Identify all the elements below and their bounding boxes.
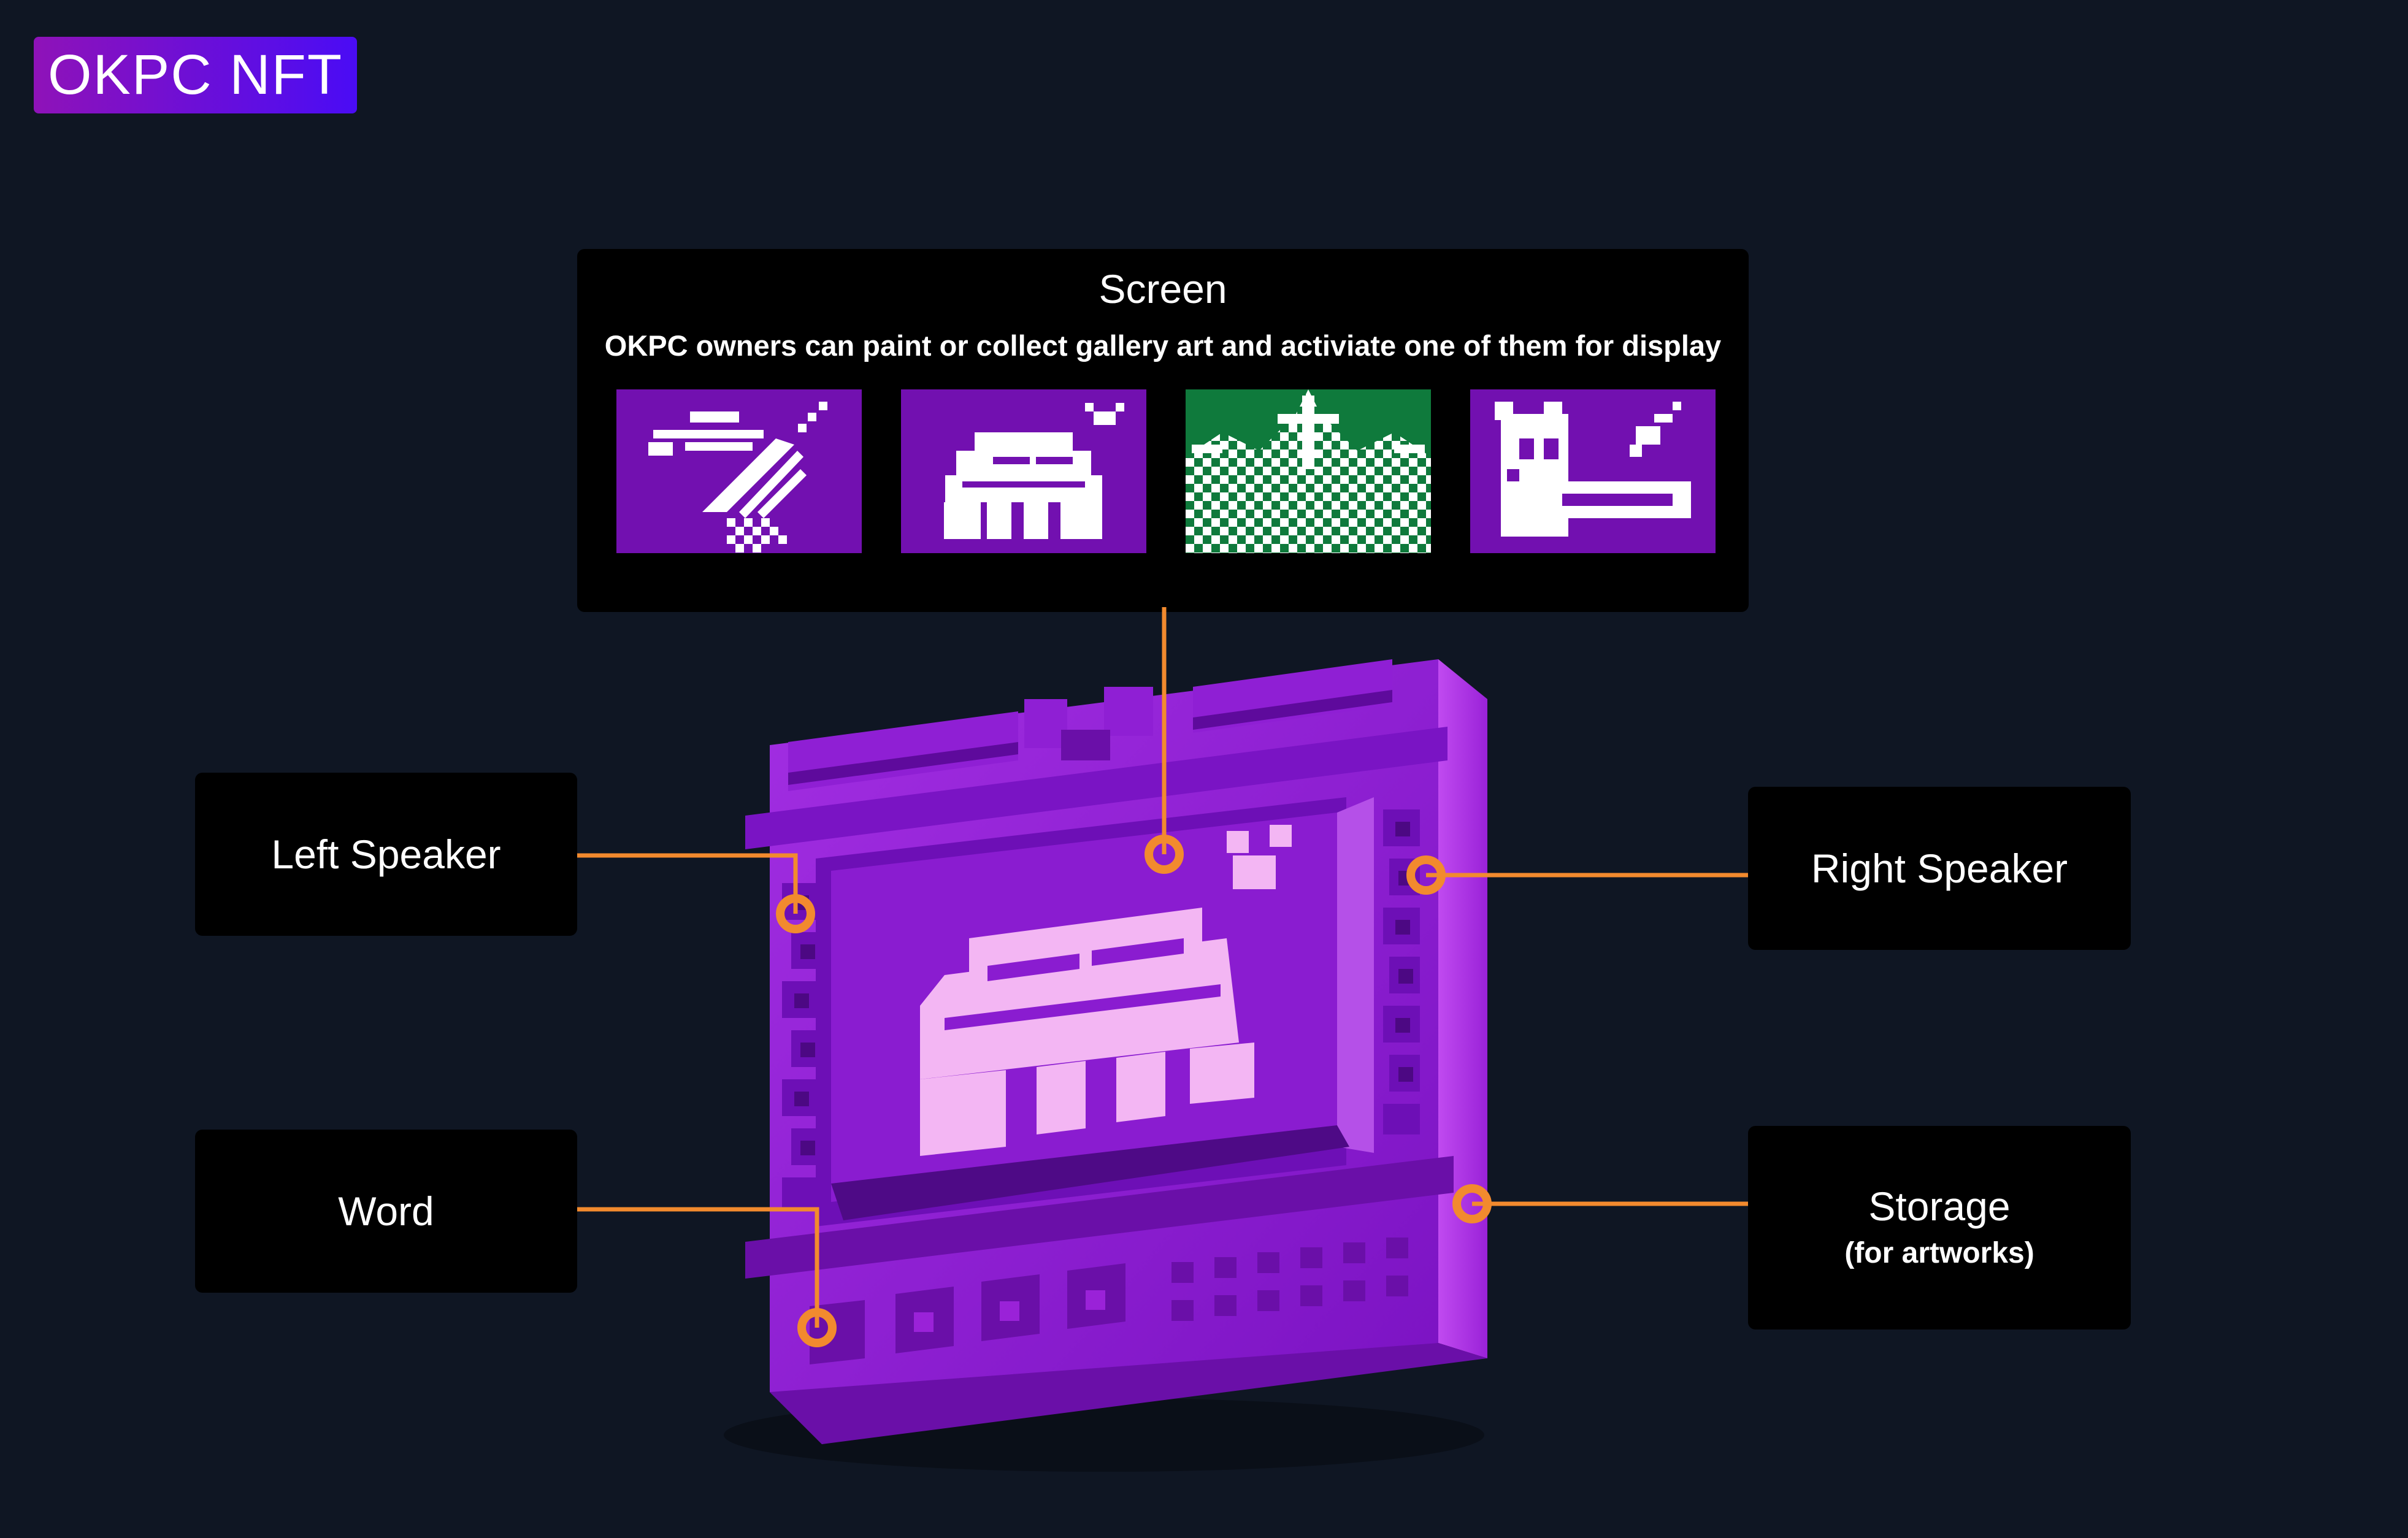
right-speaker-label: Right Speaker (1811, 846, 2068, 891)
left-speaker-marker-icon (776, 894, 815, 933)
alien-creature-art-icon (901, 389, 1146, 553)
word-marker-icon (797, 1308, 837, 1347)
left-speaker-connector (577, 853, 798, 914)
storage-label-box: Storage (for artworks) (1748, 1126, 2131, 1329)
word-connector (577, 1207, 819, 1328)
storage-label: Storage (1868, 1184, 2011, 1229)
monster-pencil-art-icon (1470, 389, 1716, 553)
right-speaker-marker-icon (1406, 855, 1446, 895)
screen-callout: Screen OKPC owners can paint or collect … (577, 249, 1749, 612)
storage-marker-icon (1452, 1184, 1492, 1223)
app-title-badge: OKPC NFT (34, 37, 357, 113)
word-label-box: Word (195, 1130, 577, 1293)
screen-description: OKPC owners can paint or collect gallery… (604, 329, 1722, 362)
word-label: Word (338, 1188, 434, 1234)
left-speaker-label: Left Speaker (271, 832, 501, 877)
paintbrush-art-icon (616, 389, 862, 553)
storage-sublabel: (for artworks) (1844, 1237, 2034, 1269)
screen-title: Screen (1099, 266, 1227, 312)
screen-marker-icon (1145, 835, 1184, 874)
left-speaker-label-box: Left Speaker (195, 773, 577, 936)
right-speaker-label-box: Right Speaker (1748, 787, 2131, 950)
green-checker-art-icon (1186, 389, 1431, 553)
